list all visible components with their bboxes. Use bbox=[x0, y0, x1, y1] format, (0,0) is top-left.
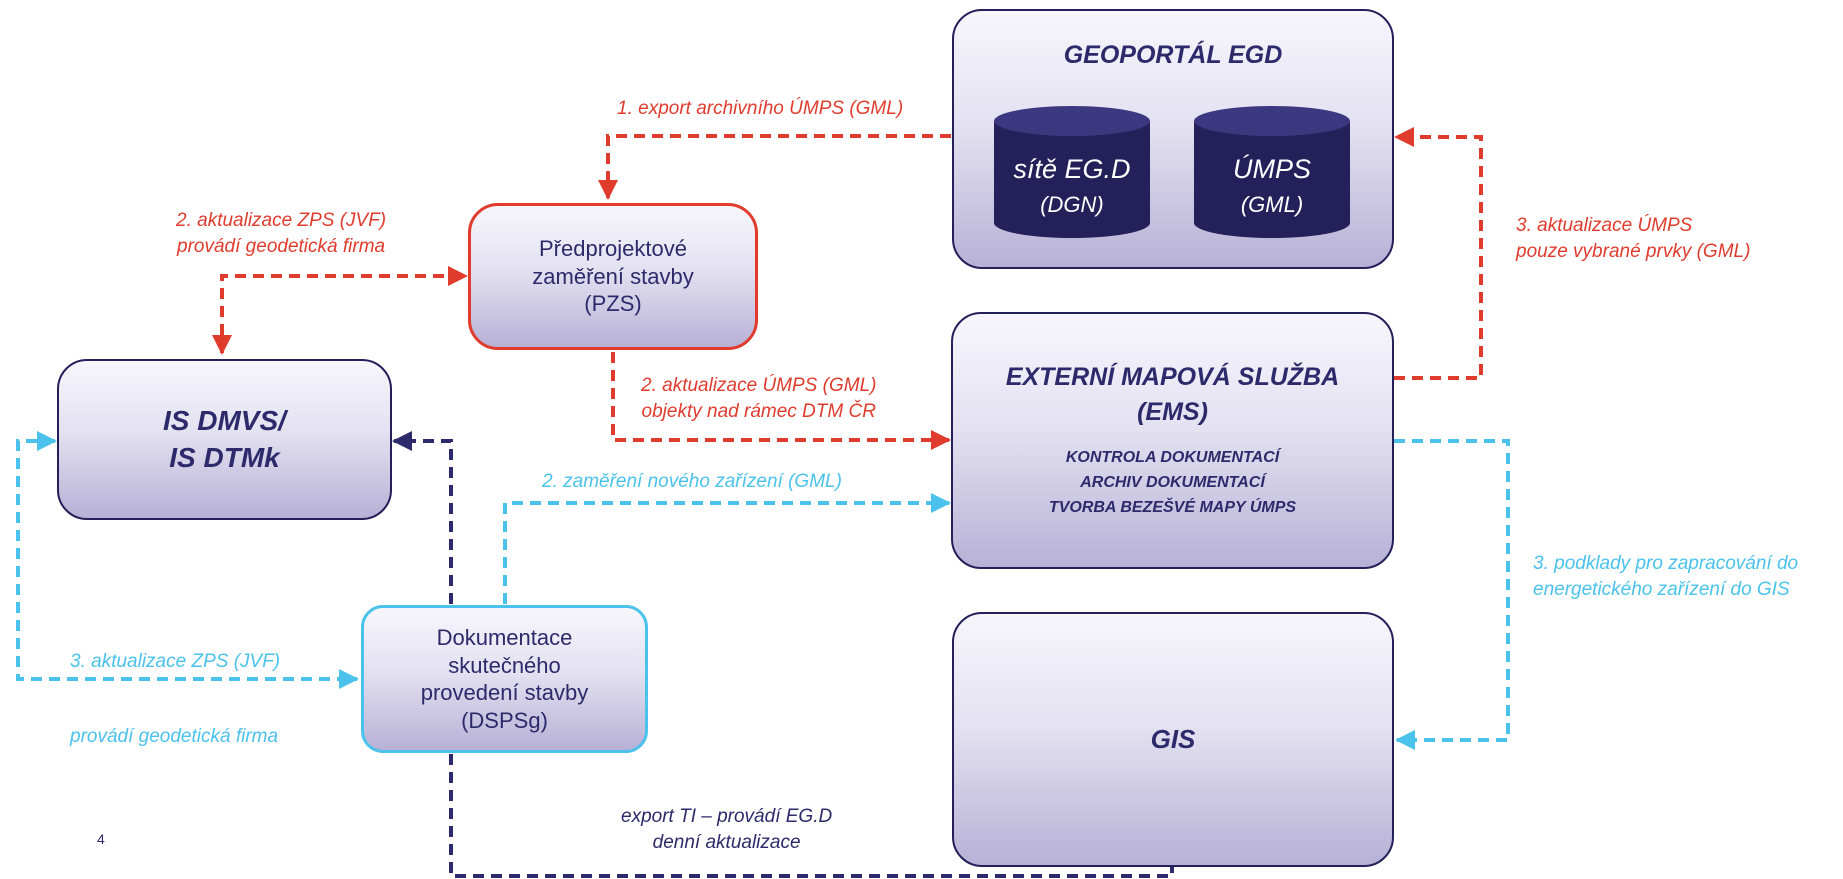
label-podklady-1: 3. podklady pro zapracování do bbox=[1533, 553, 1799, 574]
pzs-line1: Předprojektové bbox=[539, 236, 687, 262]
db1-line2: (DGN) bbox=[1040, 192, 1104, 217]
page-number: 4 bbox=[97, 831, 105, 847]
label-zps3-1: 3. aktualizace ZPS (JVF) bbox=[70, 651, 281, 672]
is-dmvs-box: IS DMVS/ IS DTMk bbox=[57, 359, 392, 520]
db2-line1: ÚMPS bbox=[1232, 154, 1311, 184]
arrow-new-equipment bbox=[503, 493, 951, 604]
ems-sub2: ARCHIV DOKUMENTACÍ bbox=[1080, 474, 1265, 492]
arrow-umps-selected bbox=[1394, 127, 1483, 380]
gis-title: GIS bbox=[1150, 724, 1196, 754]
dsps-line3: provedení stavby bbox=[420, 680, 589, 705]
label-export-ti: export TI – provádí EG.D denní aktualiza… bbox=[621, 804, 832, 855]
label-umps3-1: 3. aktualizace ÚMPS bbox=[1516, 215, 1693, 236]
arrow-export-ti bbox=[449, 754, 1174, 878]
dsps-line4: (DSPSg) bbox=[461, 707, 548, 733]
label-export-archive: 1. export archivního ÚMPS (GML) bbox=[617, 98, 904, 119]
arrow-gis-podklady bbox=[1394, 439, 1510, 750]
pzs-line2: zaměření stavby bbox=[532, 263, 694, 289]
is-dmvs-line2: IS DTMk bbox=[169, 441, 280, 473]
arrow-zps-update bbox=[212, 266, 468, 355]
ems-title1: EXTERNÍ MAPOVÁ SLUŽBA bbox=[1005, 363, 1340, 392]
db1-line1: sítě EG.D bbox=[1013, 154, 1131, 184]
label-umps3-2: pouze vybrané prvky (GML) bbox=[1516, 240, 1751, 262]
label-gis-podklady: 3. podklady pro zapracování do energetic… bbox=[1533, 551, 1798, 602]
label-export-ti-2: denní aktualizace bbox=[652, 831, 801, 853]
is-dmvs-line1: IS DMVS/ bbox=[163, 405, 286, 437]
label-umps-update-1: 2. aktualizace ÚMPS (GML) bbox=[641, 375, 877, 396]
geoportal-title: GEOPORTÁL EGD bbox=[1063, 41, 1283, 69]
arrow-zps-update-3 bbox=[16, 431, 359, 689]
pzs-box: Předprojektové zaměření stavby (PZS) bbox=[468, 203, 758, 350]
label-zps3-2: provádí geodetická firma bbox=[70, 726, 279, 747]
label-umps-update: 2. aktualizace ÚMPS (GML) objekty nad rá… bbox=[641, 373, 876, 424]
gis-box: GIS bbox=[952, 612, 1394, 867]
ems-title2: (EMS) bbox=[1137, 398, 1208, 427]
db2-line2: (GML) bbox=[1240, 192, 1304, 217]
label-podklady-2: energetického zařízení do GIS bbox=[1533, 578, 1790, 600]
database-icon bbox=[994, 106, 1150, 238]
database-site-egd: sítě EG.D (DGN) bbox=[994, 106, 1150, 240]
database-icon bbox=[1194, 106, 1350, 238]
ems-box: EXTERNÍ MAPOVÁ SLUŽBA (EMS) KONTROLA DOK… bbox=[951, 312, 1394, 569]
label-export-ti-1: export TI – provádí EG.D bbox=[621, 806, 833, 827]
dsps-box: Dokumentace skutečného provedení stavby … bbox=[361, 605, 648, 753]
dsps-line2: skutečného bbox=[448, 652, 561, 678]
pzs-line3: (PZS) bbox=[584, 291, 642, 317]
ems-sub1: KONTROLA DOKUMENTACÍ bbox=[1065, 449, 1280, 467]
arrow-dsps-to-isdmvs bbox=[392, 431, 453, 604]
database-umps: ÚMPS (GML) bbox=[1194, 106, 1350, 240]
label-zps-update-1: 2. aktualizace ZPS (JVF) bbox=[176, 210, 387, 231]
label-umps-update-2: objekty nad rámec DTM ČR bbox=[641, 400, 876, 422]
label-umps-selected: 3. aktualizace ÚMPS pouze vybrané prvky … bbox=[1516, 213, 1750, 264]
label-new-equipment: 2. zaměření nového zařízení (GML) bbox=[542, 471, 842, 492]
arrow-export-archive bbox=[598, 134, 951, 200]
label-zps-update-2: provádí geodetická firma bbox=[177, 235, 386, 257]
dsps-line1: Dokumentace bbox=[436, 625, 573, 650]
arrow-umps-update bbox=[611, 352, 951, 450]
ems-sub3: TVORBA BEZEŠVÉ MAPY ÚMPS bbox=[1048, 498, 1297, 516]
label-zps-update: 2. aktualizace ZPS (JVF) provádí geodeti… bbox=[176, 208, 386, 259]
